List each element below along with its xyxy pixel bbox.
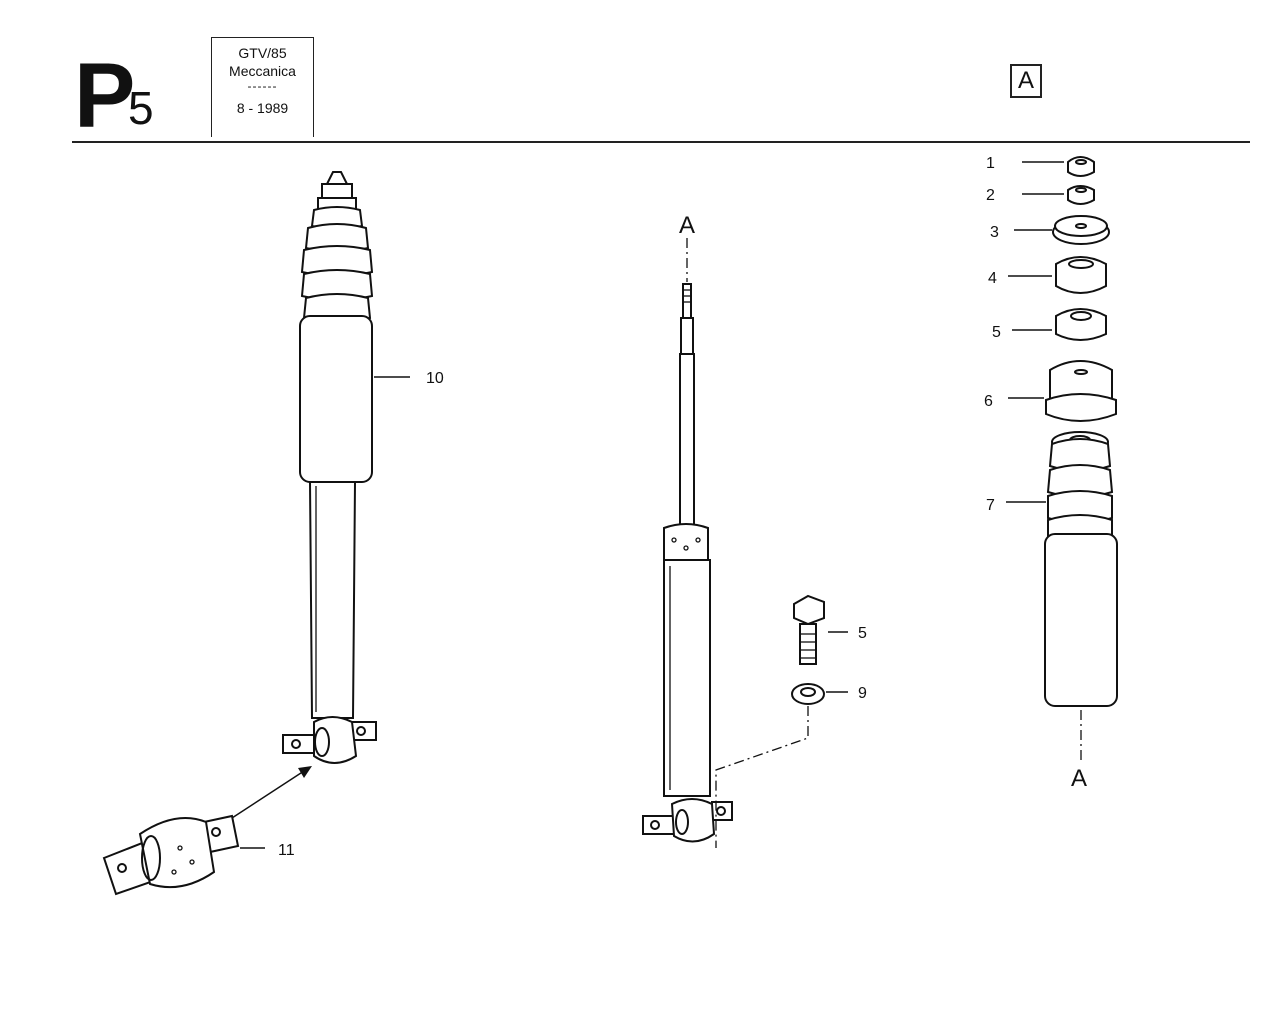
axis-label-top: A [679, 212, 695, 239]
callout-4: 4 [988, 270, 997, 287]
shock-body: A [642, 212, 733, 843]
view-label-box: A [1010, 64, 1042, 98]
model-label: GTV/85 [238, 45, 287, 61]
bolt-and-washer [791, 594, 825, 705]
callout-3: 3 [990, 224, 999, 241]
axis-label-bottom: A [1071, 765, 1087, 792]
group-label: Meccanica [229, 63, 296, 79]
callout-6: 6 [984, 393, 993, 410]
info-box: GTV/85 Meccanica ------ 8 - 1989 [211, 37, 314, 137]
rubber-bush [102, 814, 240, 896]
section-number: 5 [128, 82, 154, 134]
callout-9: 9 [858, 685, 867, 702]
callout-1: 1 [986, 155, 995, 172]
info-separator: ------ [247, 79, 278, 93]
header-rule [72, 141, 1250, 143]
callout-7: 7 [986, 497, 995, 514]
callout-10: 10 [426, 370, 444, 387]
date-label: 8 - 1989 [236, 100, 289, 116]
section-letter: P [74, 45, 135, 147]
callout-5-bolt: 5 [858, 625, 867, 642]
rear-shock-assembly [282, 171, 377, 764]
callout-2: 2 [986, 187, 995, 204]
exploded-view-a: A [1044, 156, 1118, 792]
callout-11: 11 [278, 842, 295, 859]
callout-5: 5 [992, 324, 1001, 341]
